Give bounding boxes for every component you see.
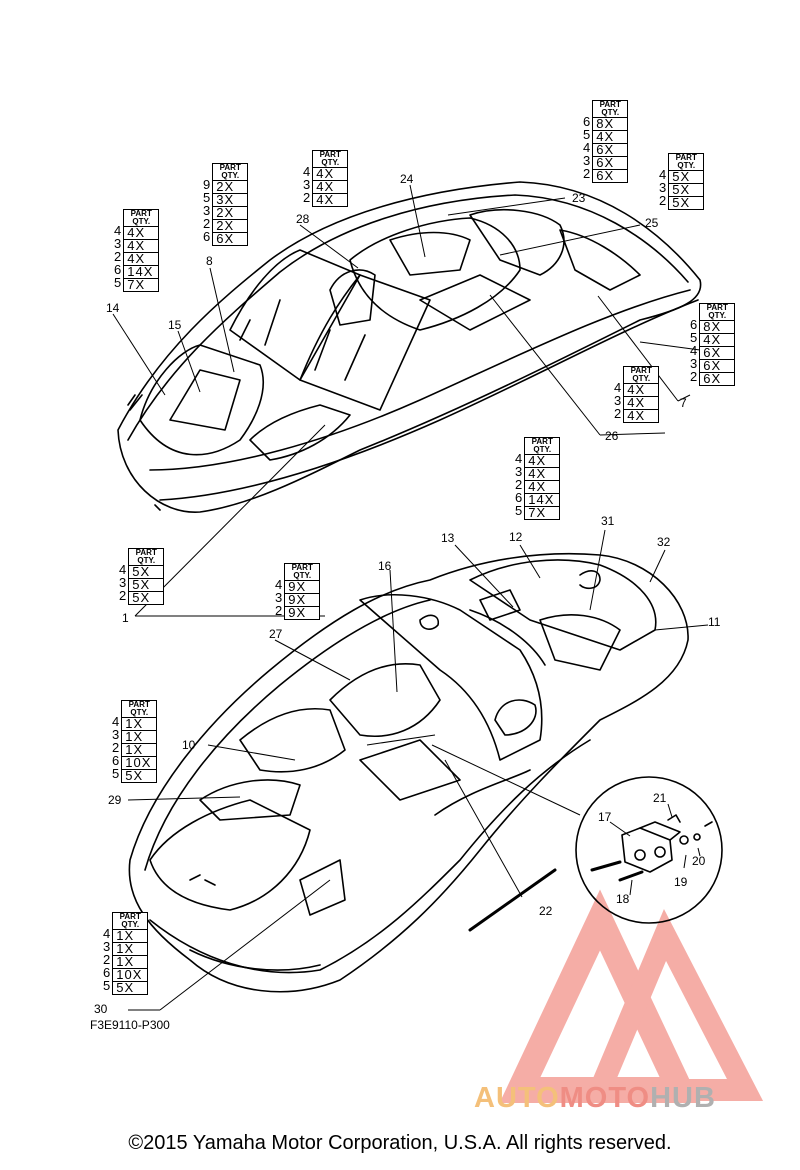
- callout-12: 12: [509, 530, 523, 544]
- callout-18: 18: [616, 892, 630, 906]
- callout-7: 7: [680, 396, 687, 410]
- callout-32: 32: [657, 535, 671, 549]
- diagram-code: F3E9110-P300: [90, 1018, 170, 1032]
- callout-15: 15: [168, 318, 182, 332]
- callout-23: 23: [572, 191, 586, 205]
- callout-1: 1: [122, 611, 129, 625]
- callout-10: 10: [182, 738, 196, 752]
- rod: [468, 868, 557, 932]
- callout-20: 20: [692, 854, 706, 868]
- callout-24: 24: [400, 172, 414, 186]
- watermark-text: AUTOMOTOHUB: [474, 1082, 716, 1114]
- callout-31: 31: [601, 514, 615, 528]
- callout-29: 29: [108, 793, 122, 807]
- callout-19: 19: [674, 875, 688, 889]
- leader-lines: [112, 184, 709, 1011]
- callout-25: 25: [645, 216, 659, 230]
- callout-16: 16: [378, 559, 392, 573]
- callout-26: 26: [605, 429, 619, 443]
- detail-inset: [575, 776, 723, 924]
- copyright-notice: ©2015 Yamaha Motor Corporation, U.S.A. A…: [128, 1132, 672, 1154]
- callout-21: 21: [653, 791, 667, 805]
- callout-14: 14: [106, 301, 120, 315]
- callout-28: 28: [296, 212, 310, 226]
- callout-22: 22: [539, 904, 553, 918]
- watermark-logo: [499, 889, 764, 1103]
- callout-13: 13: [441, 531, 455, 545]
- boat-bottom-view: [128, 552, 689, 993]
- callout-27: 27: [269, 627, 283, 641]
- callout-11: 11: [708, 615, 721, 629]
- callout-17: 17: [598, 810, 612, 824]
- callout-8: 8: [206, 254, 213, 268]
- boat-top-view: [117, 181, 702, 513]
- callout-30: 30: [94, 1002, 108, 1016]
